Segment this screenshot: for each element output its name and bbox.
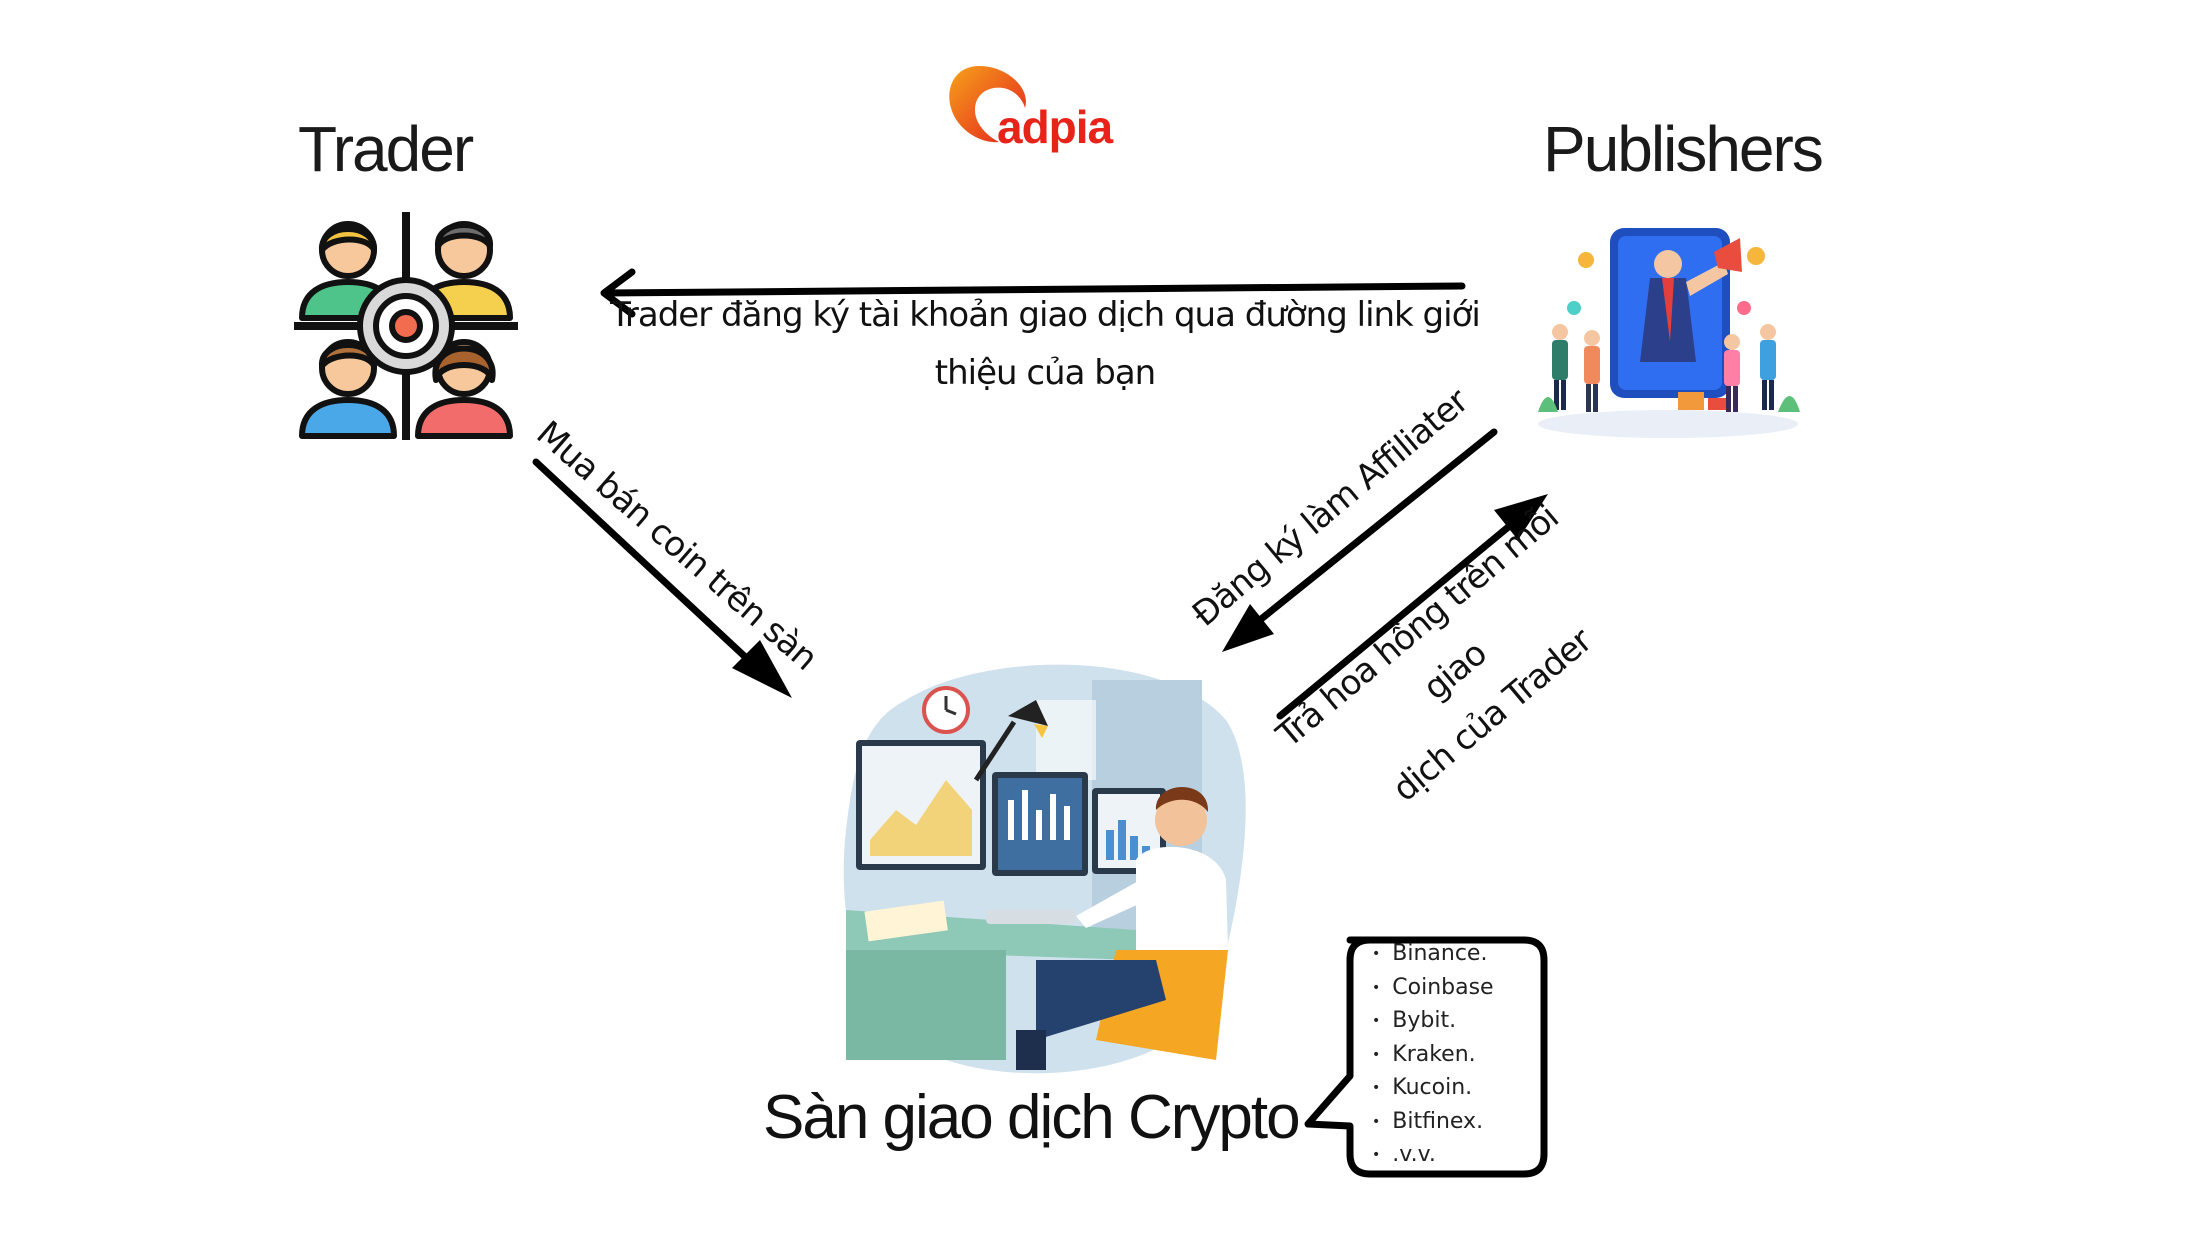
arrow-trader-to-exchange — [532, 458, 774, 684]
exchange-title: Sàn giao dịch Crypto — [763, 1083, 1301, 1152]
adpia-logo-mark — [949, 66, 1026, 143]
list-item: .v.v. — [1372, 1138, 1494, 1172]
arrow-publisher-to-trader — [602, 282, 1466, 297]
edge-label-publisher-to-trader: Trader đăng ký tài khoản giao dịch qua đ… — [610, 286, 1481, 402]
list-item: Binance. — [1372, 937, 1494, 971]
adpia-logo: adpia — [945, 58, 1135, 158]
exchange-list: Binance. Coinbase Bybit. Kraken. Kucoin.… — [1372, 937, 1494, 1172]
edge-label-line1: Trader đăng ký tài khoản giao dịch qua đ… — [610, 295, 1481, 335]
list-item: Bybit. — [1372, 1004, 1494, 1038]
arrow-publisher-to-exchange — [1236, 428, 1498, 640]
list-item: Coinbase — [1372, 971, 1493, 1005]
trader-desk-icon — [836, 660, 1246, 1080]
list-item: Kucoin. — [1372, 1071, 1494, 1105]
list-item: Kraken. — [1372, 1038, 1494, 1072]
edge-label-line2: thiệu của bạn — [934, 353, 1156, 393]
publishers-title: Publishers — [1543, 113, 1824, 185]
people-target-icon — [292, 210, 520, 442]
arrow-exchange-to-publisher — [1276, 510, 1528, 720]
list-item: Bitfinex. — [1372, 1105, 1494, 1139]
logo-text: adpia — [997, 101, 1113, 153]
influencer-megaphone-icon — [1528, 212, 1808, 442]
trader-title: Trader — [298, 113, 474, 185]
